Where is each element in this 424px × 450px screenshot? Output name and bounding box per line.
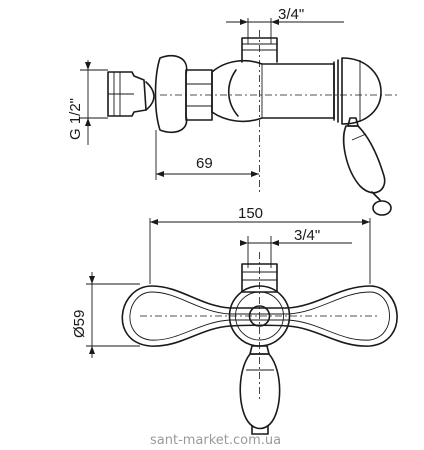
dim-diameter-label: Ø59 (71, 310, 88, 338)
dim-thread: G 1/2" (67, 60, 108, 145)
dim-offset-label: 69 (196, 155, 213, 172)
inlet-connector-top (241, 30, 278, 195)
dim-thread-label: G 1/2" (67, 98, 84, 140)
dim-inlet-front: 3/4" (240, 227, 352, 268)
valve-cap (333, 57, 382, 125)
handle-side (342, 117, 392, 216)
mixer-body-front (121, 285, 398, 347)
dim-inlet-front-label: 3/4" (294, 227, 320, 244)
dim-diameter: Ø59 (71, 272, 140, 358)
side-view: 3/4" G 1/2" (67, 6, 400, 216)
cover-flange (154, 54, 188, 134)
dim-inlet-top-label: 3/4" (278, 6, 304, 23)
dim-width-label: 150 (238, 205, 263, 222)
dim-inlet-top: 3/4" (226, 6, 344, 44)
dim-offset: 69 (155, 130, 259, 180)
handle-front (239, 345, 281, 435)
watermark-text: sant-market.com.ua (150, 433, 281, 448)
dim-width: 150 (149, 205, 371, 284)
front-view: 150 3/4" Ø59 (71, 205, 398, 435)
wall-connector (107, 71, 155, 117)
